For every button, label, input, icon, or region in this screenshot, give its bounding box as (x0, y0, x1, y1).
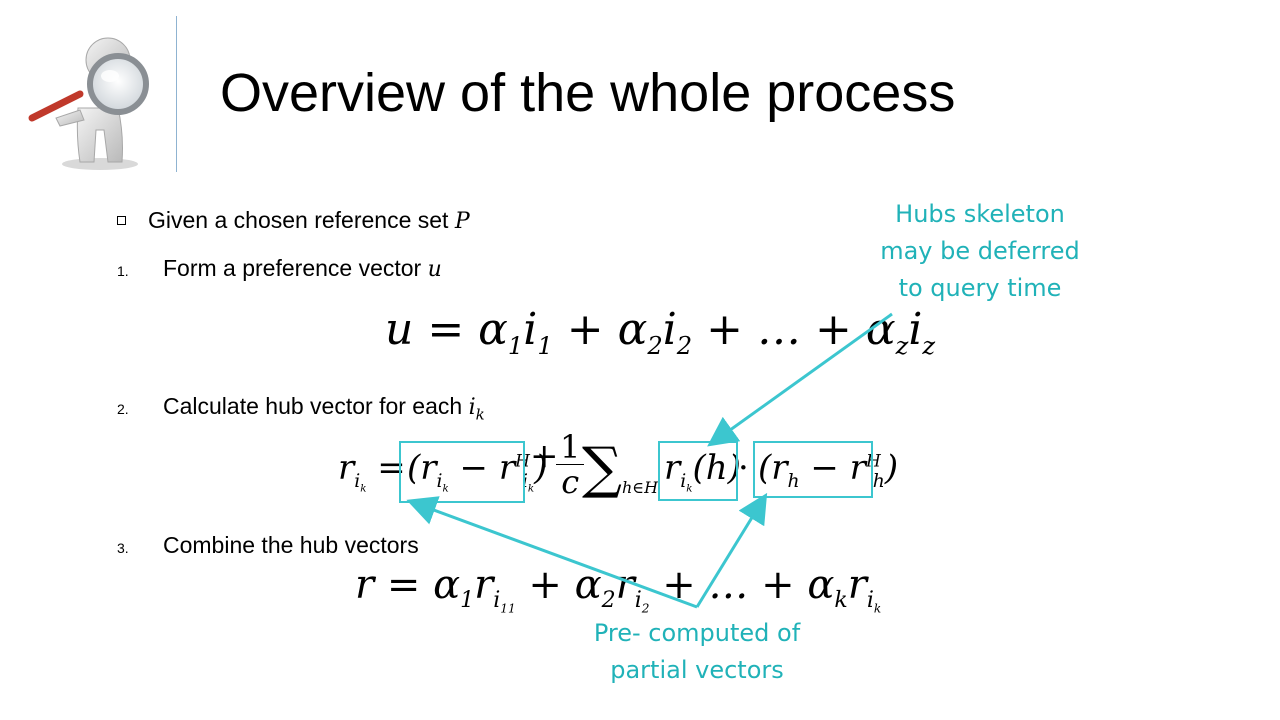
step-1-var: u (427, 257, 442, 282)
step-3: 3. Combine the hub vectors (117, 532, 419, 559)
equation-sigma-index: h∈H (622, 478, 659, 497)
square-bullet-icon (117, 216, 126, 225)
equation-fraction: 1 c (556, 430, 585, 499)
equation-combine: r = α1ri11 + α2ri2 + … + αkrik (355, 562, 882, 616)
intro-text: Given a chosen reference set (148, 207, 455, 233)
step-1-number: 1. (117, 263, 129, 279)
note-hubs-skeleton: Hubs skeleton may be deferred to query t… (860, 196, 1100, 307)
equation-hub-score: rik(h) (664, 448, 741, 495)
intro-var: P (454, 209, 470, 234)
equation-dot: · (738, 448, 749, 488)
arrow-to-hub-partial (695, 492, 768, 608)
note-hubs-line-1: Hubs skeleton (895, 200, 1065, 228)
step-2-text: Calculate hub vector for each (163, 393, 469, 419)
equation-hub-partial: (rh − rHh) (758, 448, 899, 492)
note-hubs-line-3: to query time (898, 274, 1062, 302)
step-2-var-sub: k (475, 405, 485, 424)
equation-hub-vector: rik = (338, 448, 406, 495)
magnifier-figure-icon (28, 37, 149, 170)
intro-line: Given a chosen reference set P (117, 207, 470, 234)
equation-sigma: ∑ (582, 436, 622, 501)
arrow-to-hub-score (707, 312, 893, 447)
highlight-partial-vector (399, 441, 525, 503)
highlight-hub-score (658, 441, 738, 501)
equation-partial-term: (rik − rHik) (407, 448, 548, 495)
equation-sum-plus: + (530, 436, 559, 476)
page-title: Overview of the whole process (220, 63, 956, 123)
equation-preference-vector: u = α1i1 + α2i2 + … + αziz (385, 304, 936, 360)
step-2-number: 2. (117, 401, 129, 417)
step-1-text: Form a preference vector (163, 255, 428, 281)
note-pre-line-2: partial vectors (610, 656, 784, 684)
step-2: 2. Calculate hub vector for each ik (117, 393, 485, 424)
title-divider (176, 16, 177, 172)
arrow-to-partial-vector (406, 496, 698, 609)
step-1: 1. Form a preference vector u (117, 255, 442, 282)
note-hubs-line-2: may be deferred (880, 237, 1080, 265)
step-2-var: i (468, 395, 476, 420)
step-3-number: 3. (117, 540, 129, 556)
highlight-hub-partial (753, 441, 873, 498)
note-pre-line-1: Pre- computed of (593, 619, 801, 647)
note-precomputed: Pre- computed of partial vectors (566, 615, 828, 689)
step-3-text: Combine the hub vectors (163, 532, 419, 558)
